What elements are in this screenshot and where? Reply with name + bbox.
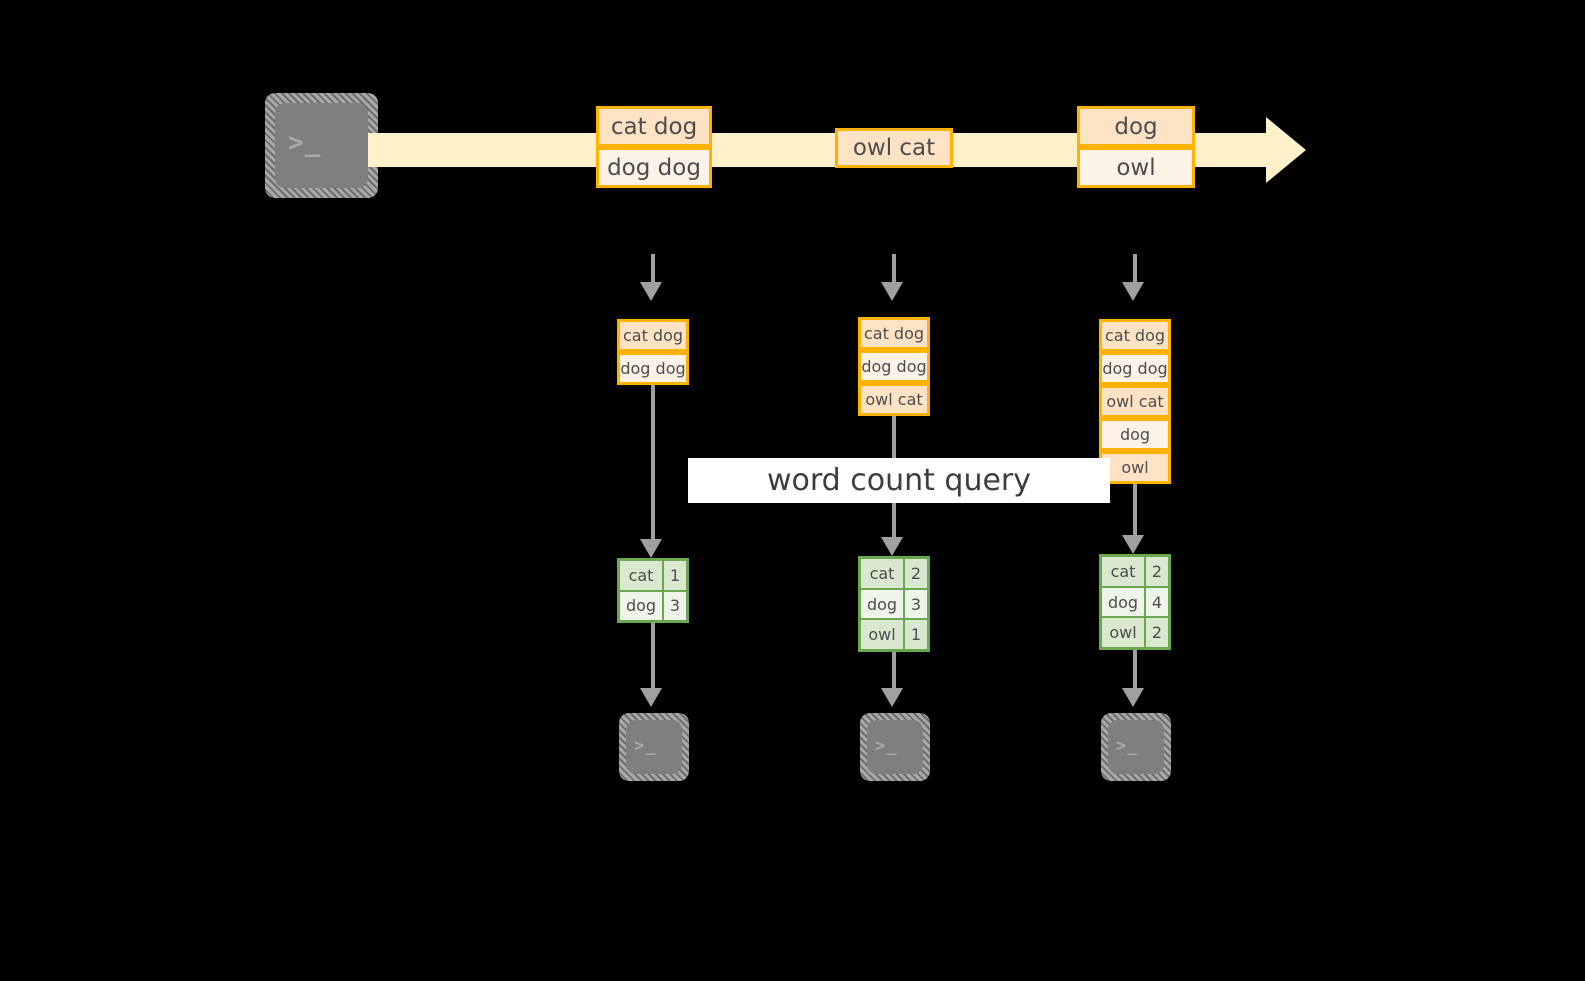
snapshot-input-row: cat dog [1099,319,1171,352]
result-row: dog 4 [1102,585,1168,617]
snapshot-tick-connector [892,254,896,282]
consumer-terminal-icon: >_ [1101,713,1171,781]
result-output-arrowhead [640,688,662,707]
snapshot-input-row: dog [1099,418,1171,451]
terminal-prompt-glyph: >_ [1116,736,1139,756]
result-row: cat 2 [861,559,927,588]
result-key: dog [1102,587,1146,617]
terminal-screen: >_ [275,103,368,188]
terminal-screen: >_ [1108,720,1164,774]
stream-event-text: owl cat [852,135,936,161]
snapshot-tick-connector [651,254,655,282]
snapshot-tick-arrowhead [640,282,662,301]
result-output-connector [1133,650,1137,694]
result-key: cat [620,561,664,590]
stream-event-text: dog dog [607,154,701,181]
snapshot-input-text: owl cat [1106,392,1164,411]
terminal-prompt-glyph: >_ [634,736,657,756]
snapshot-input-row: owl cat [1099,385,1171,418]
stream-event-text: owl [1116,154,1156,181]
snapshot-tick-arrowhead [1122,282,1144,301]
result-key: dog [620,591,664,620]
result-value: 2 [910,563,922,583]
query-connector-arrowhead [881,537,903,556]
producer-terminal-icon: >_ [265,93,378,198]
snapshot-input-row: dog dog [858,350,930,383]
result-key: cat [861,559,905,588]
result-key: dog [861,589,905,619]
stream-event-box: dog [1077,106,1195,147]
query-connector-arrowhead [640,539,662,558]
result-key: cat [1102,557,1146,586]
terminal-screen: >_ [626,720,682,774]
stream-event-box: dog dog [596,147,712,188]
result-key: owl [1102,618,1146,648]
snapshot-input-text: owl [1121,458,1149,477]
result-key: owl [861,620,905,650]
query-connector [1133,484,1137,541]
stream-event-box: cat dog [596,106,712,147]
snapshot-input-text: cat dog [1104,326,1166,345]
result-value: 1 [669,565,681,585]
consumer-terminal-icon: >_ [860,713,930,781]
result-value: 2 [1151,623,1163,643]
stream-event-box: owl [1077,147,1195,188]
stream-event-box: owl cat [835,128,953,168]
query-banner: word count query [688,458,1110,503]
snapshot-tick-arrowhead [881,282,903,301]
snapshot-input-text: dog dog [861,357,927,376]
result-value: 1 [910,625,922,645]
snapshot-input-text: dog [1119,425,1151,444]
terminal-prompt-glyph: >_ [288,128,322,158]
stream-event-text: cat dog [610,113,698,140]
result-row: dog 3 [861,587,927,619]
terminal-screen: >_ [867,720,923,774]
result-row: owl 2 [1102,616,1168,648]
snapshot-input-text: cat dog [622,326,684,345]
result-output-arrowhead [1122,688,1144,707]
snapshot-input-row: owl [1099,451,1171,484]
snapshot-input-row: cat dog [617,319,689,352]
result-row: cat 1 [620,561,686,590]
result-row: cat 2 [1102,557,1168,586]
stream-event-text: dog [1114,113,1158,140]
snapshot-input-row: owl cat [858,383,930,416]
result-row: dog 3 [620,589,686,620]
result-value: 2 [1151,561,1163,581]
result-row: owl 1 [861,618,927,650]
snapshot-input-text: dog dog [1102,359,1168,378]
query-connector-arrowhead [1122,535,1144,554]
result-value: 3 [910,594,922,614]
snapshot-input-text: dog dog [620,359,686,378]
result-value: 4 [1151,592,1163,612]
result-table: cat 2 dog 3 owl 1 [858,556,930,652]
snapshot-input-row: cat dog [858,317,930,350]
result-output-arrowhead [881,688,903,707]
snapshot-tick-connector [1133,254,1137,282]
query-banner-label: word count query [766,463,1032,498]
consumer-terminal-icon: >_ [619,713,689,781]
query-connector [651,385,655,545]
result-table: cat 1 dog 3 [617,558,689,623]
result-table: cat 2 dog 4 owl 2 [1099,554,1171,650]
result-output-connector [892,652,896,694]
result-value: 3 [669,596,681,616]
event-stream-arrowhead [1266,117,1306,183]
snapshot-input-row: dog dog [1099,352,1171,385]
snapshot-input-text: owl cat [865,390,923,409]
snapshot-input-text: cat dog [863,324,925,343]
terminal-prompt-glyph: >_ [875,736,898,756]
result-output-connector [651,623,655,693]
snapshot-input-row: dog dog [617,352,689,385]
